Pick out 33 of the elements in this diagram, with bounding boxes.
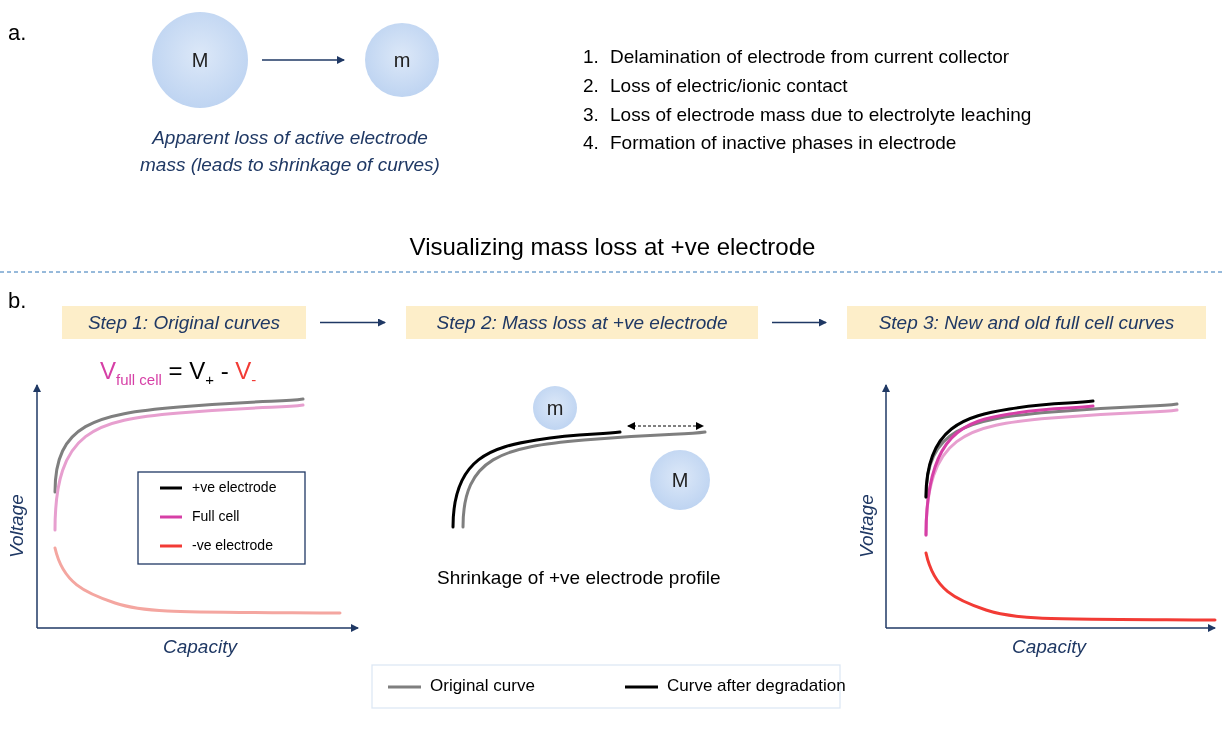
legend-text: Curve after degradation [667, 676, 846, 696]
list-number: 4. [583, 132, 599, 154]
circle-node: m [533, 386, 577, 430]
panel-label: a. [8, 20, 27, 46]
formula: V$_{full cell}$ = V$_{+}$ - V$_{-}$ [100, 357, 257, 388]
legend-text: -ve electrode [192, 537, 273, 553]
list-number: 3. [583, 104, 599, 126]
step-box: Step 3: New and old full cell curves [847, 306, 1206, 339]
panel-label: b. [8, 288, 27, 314]
list-item: Loss of electric/ionic contact [610, 75, 848, 97]
circle-node: M [152, 12, 248, 108]
step-box: Step 1: Original curves [62, 306, 306, 339]
legend-text: +ve electrode [192, 479, 277, 495]
section-heading: Visualizing mass loss at +ve electrode [408, 233, 817, 261]
arrow [319, 318, 386, 327]
circle-node: M [650, 450, 710, 510]
list-number: 2. [583, 75, 599, 97]
list-item: Delamination of electrode from current collector [610, 46, 1010, 68]
arrow [771, 318, 827, 327]
legend-text: Full cell [192, 508, 240, 524]
arrow [261, 56, 345, 64]
list-number: 1. [583, 46, 599, 68]
axis-label: Voltage [856, 494, 878, 558]
circle-node: m [365, 23, 439, 97]
list-item: Loss of electrode mass due to electrolyte leaching [610, 104, 1032, 126]
axis-label: Capacity [163, 636, 237, 658]
axis-label: Voltage [6, 494, 28, 558]
list-item: Formation of inactive phases in electrode [610, 132, 957, 154]
caption: Apparent loss of active electrode mass (leads to shrinkage of curves) [140, 126, 440, 177]
caption: Shrinkage of +ve electrode profile [437, 567, 721, 589]
axis-label: Capacity [1012, 636, 1086, 658]
step-box: Step 2: Mass loss at +ve electrode [406, 306, 758, 339]
legend-text: Original curve [430, 676, 535, 696]
